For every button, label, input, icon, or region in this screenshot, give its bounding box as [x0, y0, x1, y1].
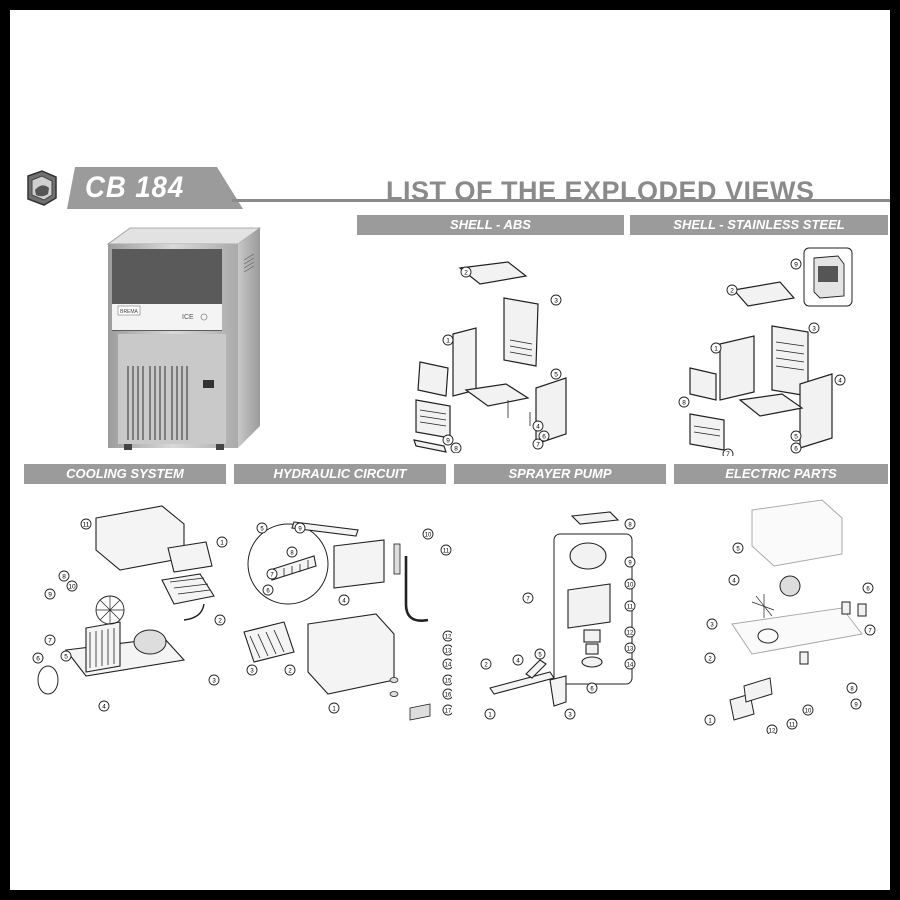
callout-3: 3 [250, 669, 254, 675]
callout-2: 2 [708, 657, 712, 663]
ice-badge: ICE [182, 314, 194, 321]
callout-4: 4 [102, 704, 106, 711]
callout-10: 10 [805, 709, 812, 715]
section-shell-stainless-label: SHELL - STAINLESS STEEL [630, 215, 888, 235]
electric-parts-diagram: 1 2 3 4 5 6 7 8 9 10 11 12 [704, 499, 876, 735]
callout-12: 12 [627, 631, 634, 637]
callout-1: 1 [332, 707, 336, 713]
callout-13: 13 [445, 649, 452, 655]
callout-7: 7 [536, 442, 540, 449]
callout-5: 5 [554, 372, 558, 379]
callout-8: 8 [850, 687, 854, 693]
callout-8: 8 [290, 551, 294, 557]
callout-5: 5 [64, 654, 68, 661]
callout-2: 2 [218, 618, 222, 625]
shell-stainless-diagram: 9 2 1 3 4 5 6 8 7 [678, 247, 853, 456]
callout-7: 7 [526, 597, 530, 603]
callout-4: 4 [838, 378, 842, 385]
callout-2: 2 [484, 663, 488, 669]
section-sprayer-label: SPRAYER PUMP [454, 464, 666, 484]
callout-5: 5 [538, 653, 542, 659]
model-tab [67, 167, 243, 209]
callout-5: 5 [260, 527, 264, 533]
callout-11: 11 [83, 522, 90, 529]
callout-8: 8 [62, 574, 66, 581]
callout-6: 6 [542, 434, 546, 441]
section-shell-abs-label: SHELL - ABS [357, 215, 624, 235]
callout-2: 2 [288, 669, 292, 675]
hydraulic-circuit-diagram: 1 2 3 4 5 6 7 8 9 10 11 12 13 14 15 16 1… [243, 521, 452, 721]
callout-15: 15 [445, 679, 452, 685]
callout-5: 5 [736, 547, 740, 553]
callout-3: 3 [812, 326, 816, 333]
callout-4: 4 [536, 424, 540, 431]
callout-9: 9 [794, 262, 798, 269]
callout-9: 9 [298, 527, 302, 533]
exploded-views-sheet: CB 184 LIST OF THE EXPLODED VIEWS BREMA … [10, 10, 890, 890]
callout-16: 16 [445, 693, 452, 699]
callout-8: 8 [682, 400, 686, 407]
callout-7: 7 [868, 629, 872, 635]
callout-13: 13 [627, 647, 634, 653]
callout-4: 4 [342, 599, 346, 605]
callout-7: 7 [270, 573, 274, 579]
callout-5: 5 [794, 434, 798, 441]
callout-11: 11 [789, 723, 796, 729]
callout-8: 8 [454, 446, 458, 453]
model-name: CB 184 [85, 171, 185, 204]
brand-label: BREMA [120, 309, 138, 315]
section-electric-label: ELECTRIC PARTS [674, 464, 888, 484]
callout-4: 4 [732, 579, 736, 585]
section-hydraulic-label: HYDRAULIC CIRCUIT [234, 464, 446, 484]
callout-1: 1 [220, 540, 224, 547]
section-cooling-label: COOLING SYSTEM [24, 464, 226, 484]
callout-2: 2 [730, 288, 734, 295]
callout-14: 14 [445, 663, 452, 669]
cooling-system-diagram: 1 2 3 4 5 6 7 8 9 10 11 [32, 505, 228, 712]
callout-4: 4 [516, 659, 520, 665]
callout-3: 3 [554, 298, 558, 305]
callout-9: 9 [854, 703, 858, 709]
callout-6: 6 [266, 589, 270, 595]
callout-3: 3 [568, 713, 572, 719]
callout-14: 14 [627, 663, 634, 669]
callout-8: 8 [628, 523, 632, 529]
callout-1: 1 [488, 713, 492, 719]
callout-6: 6 [36, 656, 40, 663]
product-illustration: BREMA ICE [106, 227, 262, 450]
callout-1: 1 [714, 346, 718, 353]
callout-12: 12 [445, 635, 452, 641]
callout-9: 9 [446, 438, 450, 445]
callout-11: 11 [627, 605, 634, 611]
sprayer-pump-diagram: 1 2 3 4 5 6 7 8 9 10 11 12 13 14 [480, 511, 636, 720]
brema-logo-icon [27, 170, 57, 206]
callout-1: 1 [708, 719, 712, 725]
callout-7: 7 [726, 451, 730, 456]
callout-3: 3 [710, 623, 714, 629]
callout-6: 6 [794, 446, 798, 453]
callout-17: 17 [445, 709, 452, 715]
callout-9: 9 [628, 561, 632, 567]
callout-10: 10 [627, 583, 634, 589]
callout-1: 1 [446, 338, 450, 345]
callout-12: 12 [769, 729, 776, 735]
callout-7: 7 [48, 638, 52, 645]
callout-10: 10 [68, 584, 76, 591]
page-title: LIST OF THE EXPLODED VIEWS [386, 176, 815, 206]
callout-9: 9 [48, 592, 52, 599]
callout-10: 10 [425, 533, 432, 539]
callout-3: 3 [212, 678, 216, 685]
callout-6: 6 [866, 587, 870, 593]
heading-rule [232, 199, 890, 202]
callout-2: 2 [464, 270, 468, 277]
shell-abs-diagram: 2 3 1 5 4 6 7 8 9 [413, 261, 567, 453]
callout-6: 6 [590, 687, 594, 693]
callout-11: 11 [443, 549, 450, 555]
